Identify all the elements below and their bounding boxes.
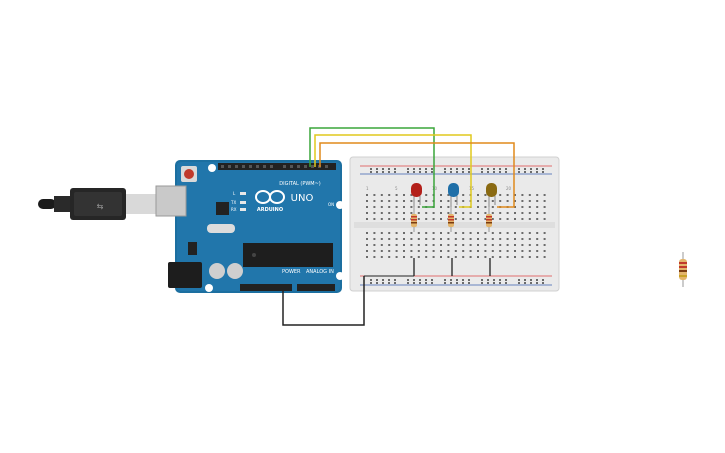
col-label-5: 5 (395, 186, 398, 191)
yellow-led[interactable] (486, 183, 497, 207)
breadboard[interactable]: 1 5 10 15 20 (349, 156, 560, 292)
arduino-logo (255, 190, 285, 204)
col-label-20: 20 (506, 186, 512, 191)
usb-cable[interactable]: ⇆ (38, 188, 156, 220)
digital-label: DIGITAL (PWM~) (279, 181, 321, 187)
loose-resistor[interactable] (679, 252, 687, 287)
col-label-1: 1 (366, 186, 369, 191)
red-led[interactable] (411, 183, 422, 207)
blue-led[interactable] (448, 183, 459, 207)
analog-label: ANALOG IN (306, 269, 334, 275)
model-label: UNO (291, 193, 314, 204)
l-label: L (233, 191, 236, 196)
orange-wire[interactable] (319, 142, 515, 208)
resistor-2[interactable] (448, 207, 454, 232)
green-wire[interactable] (309, 127, 435, 208)
power-label: POWER (282, 269, 301, 275)
resistor-3[interactable] (486, 207, 492, 232)
resistor-1[interactable] (411, 207, 417, 232)
on-label: ON (328, 202, 334, 207)
rx-label: RX (231, 207, 237, 212)
svg-text:⇆: ⇆ (97, 202, 104, 211)
col-label-10: 10 (432, 186, 438, 191)
black-wire[interactable] (282, 276, 365, 326)
brand-label: ARDUINO (257, 207, 283, 213)
tx-label: TX (230, 200, 236, 205)
arduino-uno-board[interactable]: DIGITAL (PWM~) ARDUINO UNO ON L TX RX PO… (155, 160, 344, 293)
yellow-wire[interactable] (314, 134, 472, 208)
col-label-15: 15 (469, 186, 475, 191)
